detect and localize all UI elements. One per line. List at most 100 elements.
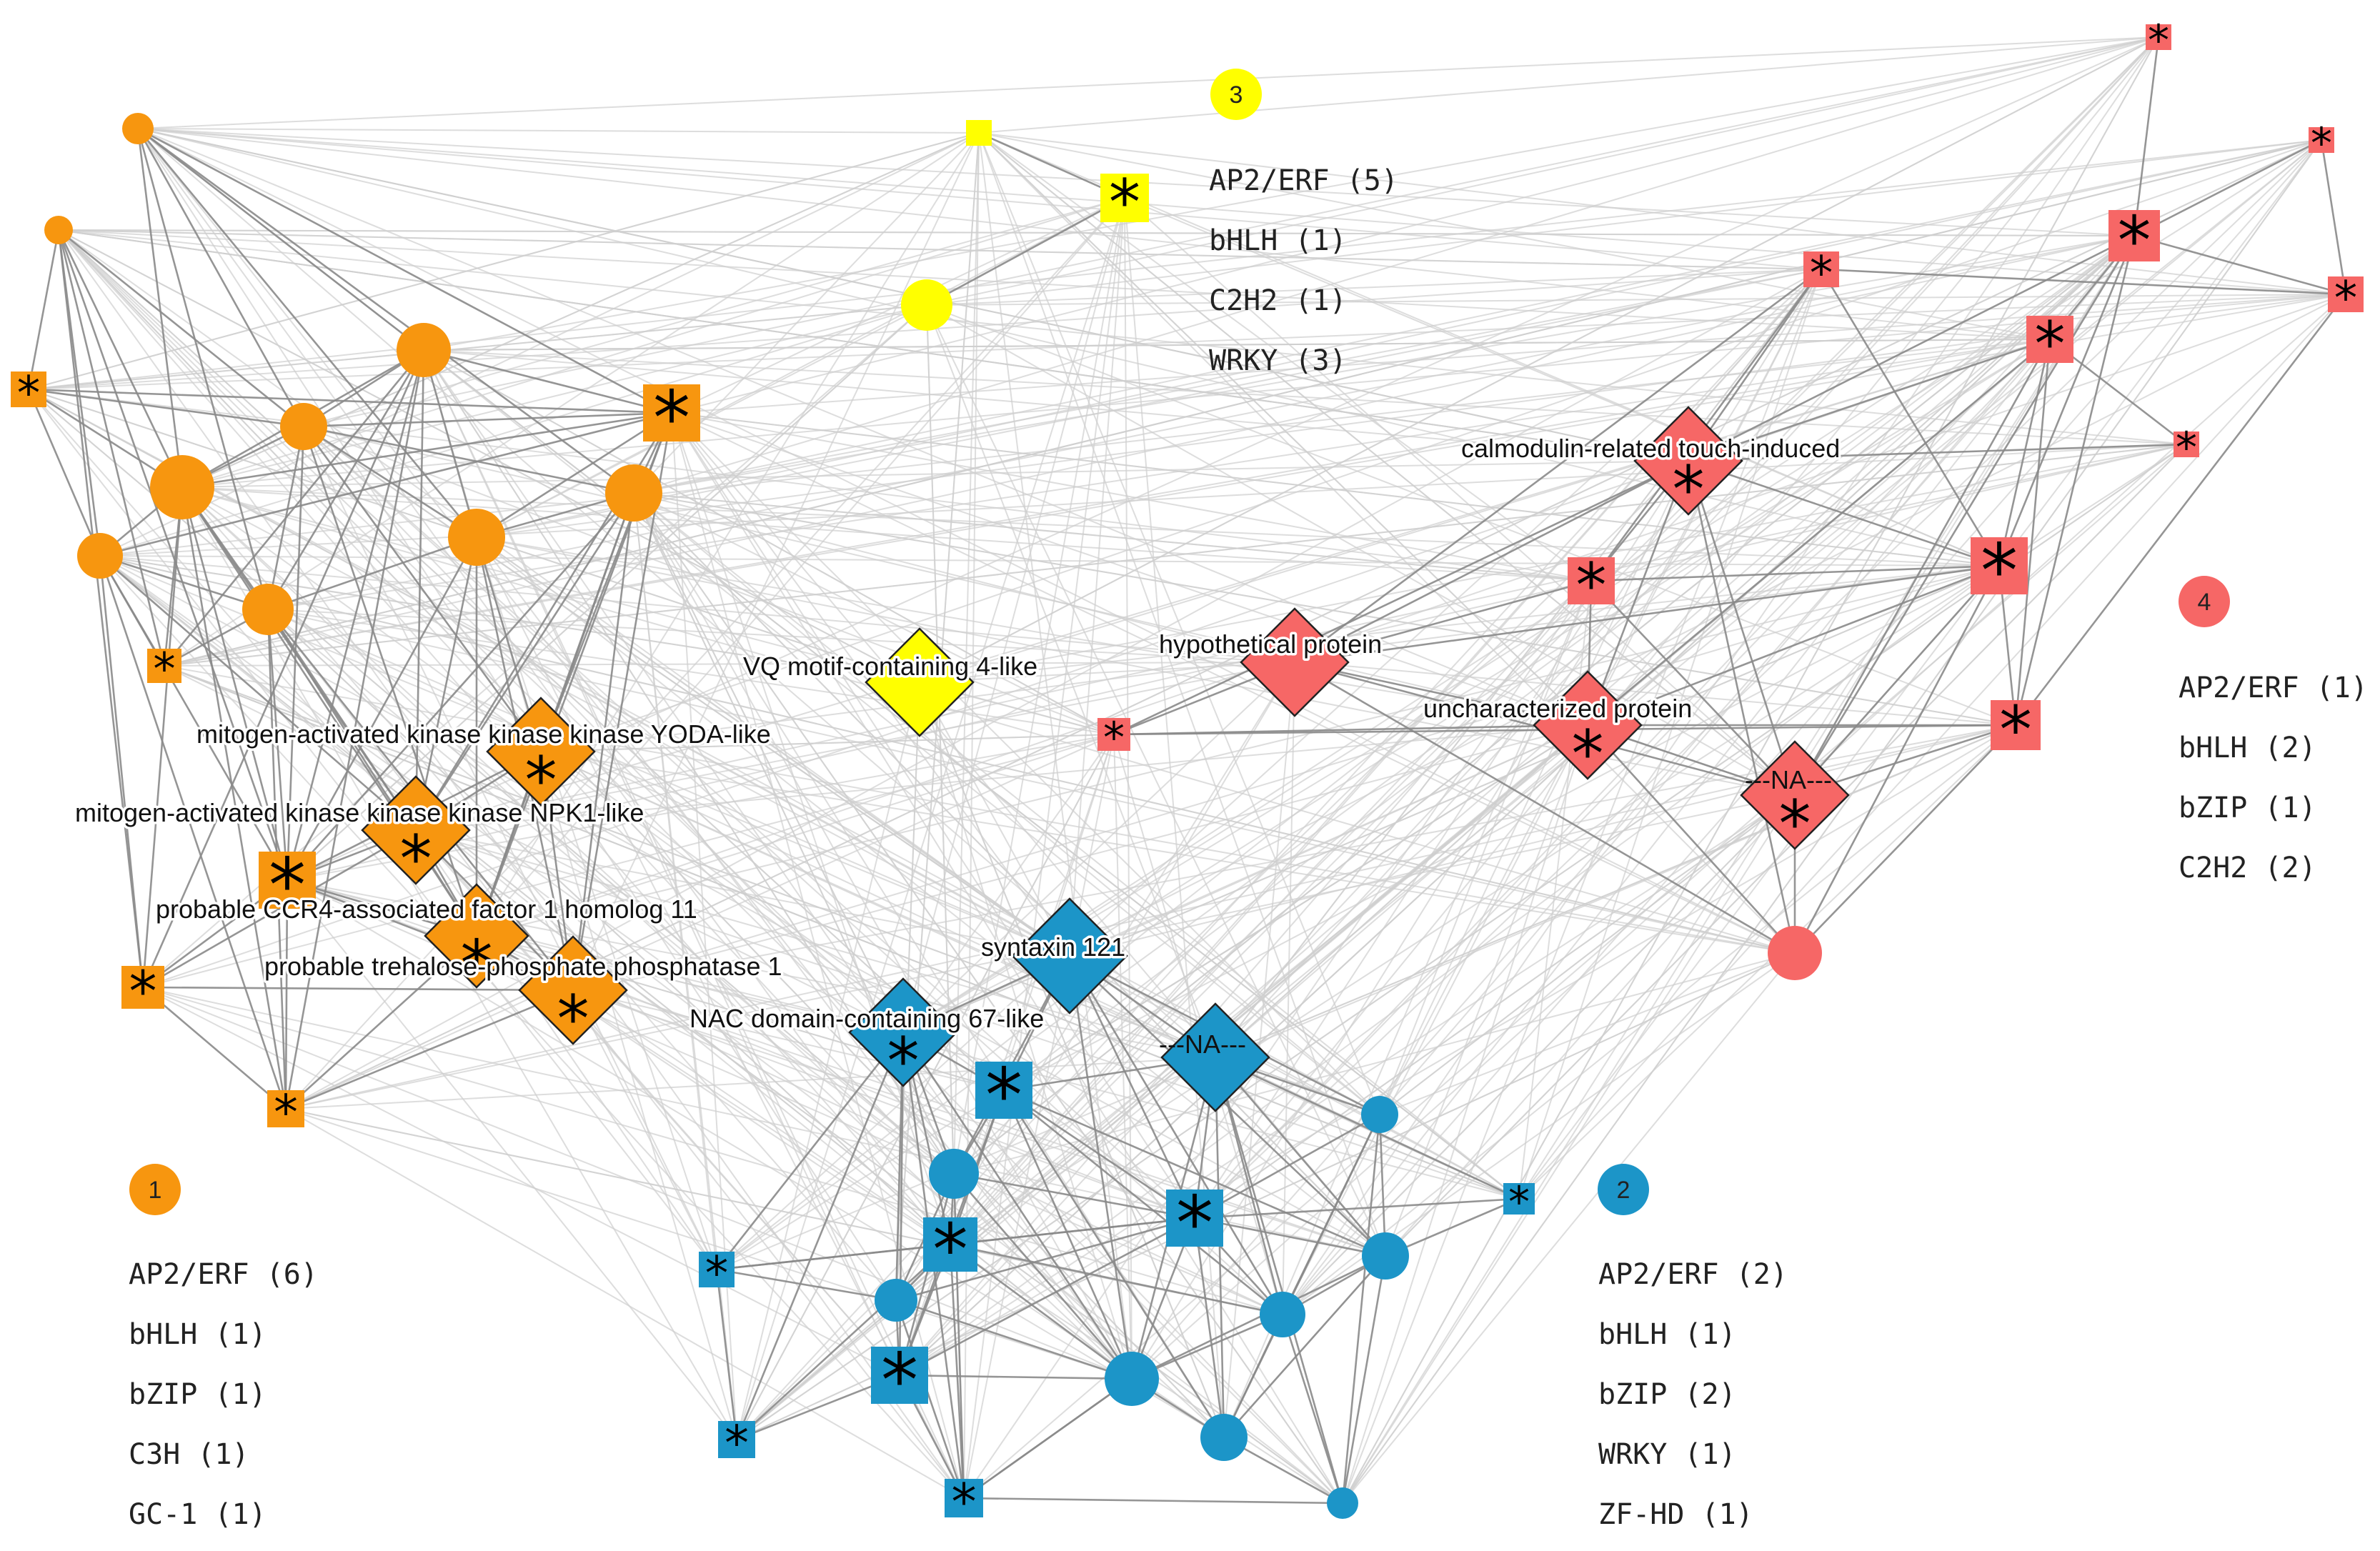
node-syn bbox=[1011, 897, 1128, 1014]
edge bbox=[1194, 1197, 1520, 1220]
edge bbox=[1068, 955, 1284, 1315]
edge bbox=[919, 339, 2051, 683]
edge bbox=[926, 36, 2159, 306]
edge bbox=[1687, 460, 1796, 954]
edge bbox=[476, 197, 1125, 937]
asterisk-marker: * bbox=[1109, 166, 1140, 239]
edge bbox=[414, 492, 635, 831]
node-b5: * bbox=[1503, 1177, 1535, 1227]
edge bbox=[953, 460, 1689, 1175]
edge bbox=[57, 229, 184, 488]
edge bbox=[1587, 339, 2051, 726]
edge bbox=[28, 389, 1592, 582]
edge bbox=[1002, 1089, 1225, 1438]
node-shape bbox=[122, 113, 154, 144]
edge bbox=[287, 492, 634, 881]
node-shape bbox=[901, 279, 952, 331]
edge bbox=[142, 734, 1115, 988]
edge bbox=[899, 724, 2016, 1376]
edge bbox=[633, 492, 1592, 582]
edge bbox=[1518, 235, 2135, 1200]
legend-item: WRKY (3) bbox=[1209, 344, 1347, 377]
edge bbox=[28, 388, 304, 428]
node-shape bbox=[699, 1252, 735, 1287]
node-shape bbox=[1768, 926, 1822, 980]
edge bbox=[99, 555, 955, 1175]
edge bbox=[919, 662, 1295, 683]
legend-item: C2H2 (2) bbox=[2179, 852, 2316, 884]
asterisk-marker: * bbox=[2176, 423, 2197, 473]
asterisk-marker: * bbox=[525, 744, 557, 819]
edge bbox=[1587, 724, 1796, 954]
edge bbox=[58, 229, 2135, 236]
edge bbox=[137, 127, 634, 494]
node-shape bbox=[1097, 718, 1130, 751]
network-nodes: ********************************** bbox=[11, 16, 2364, 1531]
label-vq4: VQ motif-containing 4-like bbox=[743, 652, 1037, 681]
edge bbox=[919, 36, 2159, 683]
legend-cluster-2: 2 AP2/ERF (2) bHLH (1) bZIP (2) WRKY (1)… bbox=[1598, 1164, 1788, 1531]
edge bbox=[963, 197, 1125, 1499]
node-shape bbox=[929, 1149, 979, 1199]
edge bbox=[1069, 724, 2016, 957]
node-shape bbox=[1200, 1414, 1248, 1461]
asterisk-marker: * bbox=[2311, 119, 2332, 169]
node-b15: * bbox=[945, 1472, 983, 1531]
label-hypothetical: hypothetical protein bbox=[1159, 629, 1382, 659]
edge bbox=[285, 935, 477, 1109]
edge bbox=[953, 132, 980, 1175]
edge bbox=[633, 139, 2322, 494]
edge bbox=[476, 935, 1343, 1504]
node-shape bbox=[1533, 670, 1643, 780]
edge bbox=[978, 132, 1796, 796]
edge bbox=[1215, 235, 2135, 1058]
edge bbox=[1379, 952, 1796, 1115]
node-o11: * bbox=[643, 375, 700, 462]
edge bbox=[1294, 661, 1588, 727]
edge bbox=[1794, 565, 2000, 796]
edge bbox=[137, 127, 424, 351]
edge bbox=[926, 196, 1125, 306]
node-nar: * bbox=[1740, 740, 1850, 862]
edge bbox=[899, 794, 1796, 1376]
edge bbox=[902, 724, 1588, 1033]
node-b7 bbox=[1362, 1232, 1409, 1280]
node-ccr4: * bbox=[424, 883, 529, 1002]
edge bbox=[919, 565, 2000, 683]
node-o4 bbox=[280, 403, 327, 450]
node-b8: * bbox=[699, 1247, 735, 1300]
edge bbox=[919, 682, 1070, 957]
node-shape bbox=[424, 883, 529, 989]
edge bbox=[902, 662, 1295, 1033]
edge bbox=[303, 412, 672, 428]
edge bbox=[476, 197, 1125, 538]
node-shape bbox=[1803, 251, 1839, 287]
node-shape bbox=[848, 977, 958, 1087]
edge bbox=[978, 132, 1380, 1115]
edge bbox=[1341, 1114, 1381, 1504]
edge bbox=[953, 197, 1125, 1175]
edge bbox=[99, 555, 1386, 1257]
edge bbox=[164, 132, 980, 667]
edge bbox=[671, 412, 1592, 582]
node-nac: * bbox=[848, 977, 958, 1099]
edge bbox=[1281, 1314, 1344, 1504]
label-ccr4: probable CCR4-associated factor 1 homolo… bbox=[156, 894, 697, 924]
edge bbox=[1385, 444, 2187, 1257]
asterisk-marker: * bbox=[2334, 271, 2358, 325]
node-shape bbox=[1240, 607, 1350, 717]
edge bbox=[978, 132, 1588, 726]
edge bbox=[1820, 269, 2001, 567]
node-shape bbox=[2108, 210, 2160, 261]
asterisk-marker: * bbox=[1810, 246, 1833, 300]
edge bbox=[899, 235, 2135, 1376]
legend-item: bHLH (1) bbox=[1209, 224, 1347, 257]
edge bbox=[267, 609, 955, 1175]
asterisk-marker: * bbox=[985, 1052, 1022, 1139]
edge bbox=[476, 304, 927, 538]
edge bbox=[99, 555, 289, 881]
edge bbox=[285, 734, 1115, 1109]
edge bbox=[476, 935, 904, 1033]
edge bbox=[57, 229, 289, 881]
edge bbox=[285, 724, 2016, 1109]
